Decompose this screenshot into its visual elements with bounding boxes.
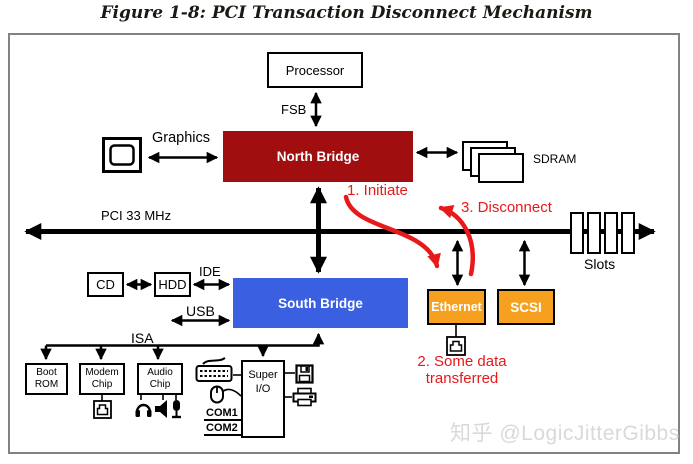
floppy-disk-icon xyxy=(295,364,314,384)
pci-slot xyxy=(621,212,635,254)
processor-box: Processor xyxy=(267,52,363,88)
sdram-module xyxy=(478,153,524,183)
speaker-icon xyxy=(155,400,167,418)
headphones-icon xyxy=(135,403,152,417)
fsb-label: FSB xyxy=(281,102,307,117)
graphics-label: Graphics xyxy=(152,130,211,146)
keyboard-icon xyxy=(195,357,233,382)
modem-chip-box: Modem Chip xyxy=(79,363,125,395)
monitor-icon xyxy=(102,137,142,173)
diagram-frame xyxy=(8,33,680,454)
ide-label: IDE xyxy=(199,264,221,279)
sdram-label: SDRAM xyxy=(533,152,577,166)
sdram-stack xyxy=(462,141,534,185)
annotation-disconnect: 3. Disconnect xyxy=(461,199,552,216)
pci-slots xyxy=(570,212,635,254)
rj45-jack-icon xyxy=(93,400,112,419)
com2-label: COM2 xyxy=(206,422,238,434)
pci-slot xyxy=(604,212,618,254)
com1-label: COM1 xyxy=(206,407,238,419)
ethernet-box: Ethernet xyxy=(427,289,486,325)
usb-label: USB xyxy=(186,303,215,319)
boot-rom-box: Boot ROM xyxy=(25,363,68,395)
audio-chip-box: Audio Chip xyxy=(137,363,183,395)
printer-icon xyxy=(292,387,317,407)
pci-bus-label: PCI 33 MHz xyxy=(101,208,172,223)
cd-box: CD xyxy=(87,272,124,297)
pci-slot xyxy=(570,212,584,254)
super-io-box: Super I/O xyxy=(241,360,285,438)
ethernet-rj45-icon xyxy=(446,336,466,356)
microphone-icon xyxy=(172,400,181,419)
watermark: 知乎 @LogicJitterGibbs xyxy=(450,422,680,445)
figure-title: Figure 1-8: PCI Transaction Disconnect M… xyxy=(100,3,593,23)
isa-label: ISA xyxy=(131,330,154,346)
slots-label: Slots xyxy=(584,256,616,272)
north-bridge-box: North Bridge xyxy=(223,131,413,182)
mouse-icon xyxy=(210,385,224,404)
annotation-data-transferred: 2. Some data transferred xyxy=(417,353,507,387)
annotation-initiate: 1. Initiate xyxy=(347,182,408,199)
pci-slot xyxy=(587,212,601,254)
south-bridge-box: South Bridge xyxy=(233,278,408,328)
scsi-box: SCSI xyxy=(497,289,555,325)
hdd-box: HDD xyxy=(154,272,191,297)
